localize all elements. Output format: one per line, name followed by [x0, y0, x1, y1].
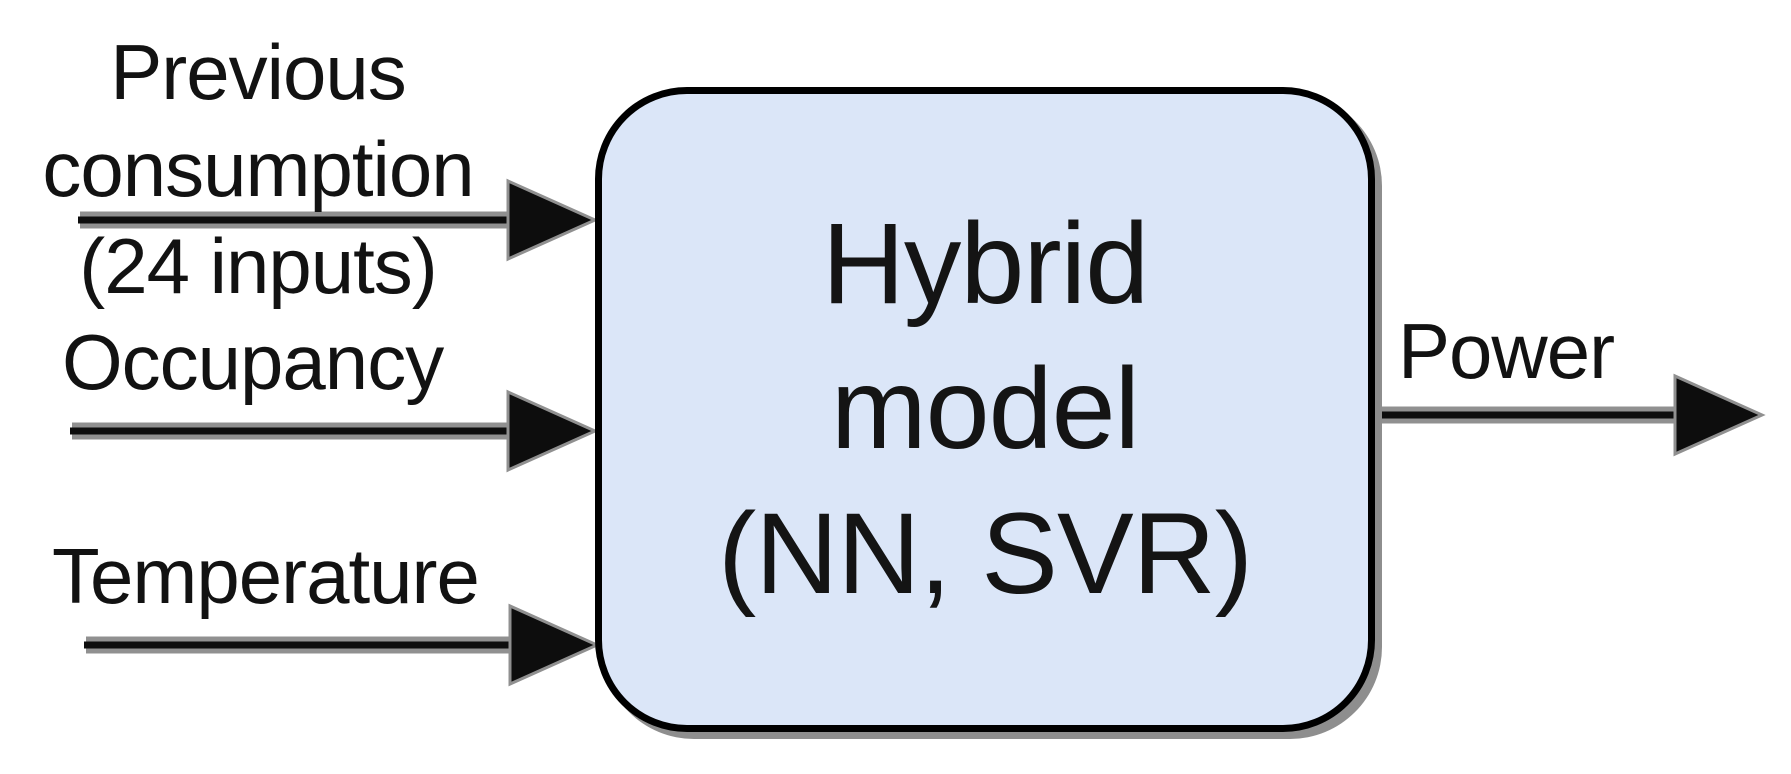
hybrid-model-box-label: Hybrid model (NN, SVR)	[717, 192, 1253, 627]
input-label-temperature: Temperature	[52, 532, 480, 620]
box-label-line: (NN, SVR)	[717, 490, 1253, 618]
box-label-line: Hybrid	[821, 200, 1149, 328]
output-label-power: Power	[1398, 307, 1615, 395]
hybrid-model-box: Hybrid model (NN, SVR)	[595, 87, 1375, 732]
input-label-previous-consumption: Previous consumption (24 inputs)	[8, 24, 508, 315]
input-label-line: consumption	[42, 125, 474, 213]
box-label-line: model	[830, 345, 1140, 473]
input-label-occupancy: Occupancy	[62, 318, 444, 406]
input-label-line: Previous	[110, 28, 406, 116]
input-label-line: (24 inputs)	[79, 222, 438, 310]
